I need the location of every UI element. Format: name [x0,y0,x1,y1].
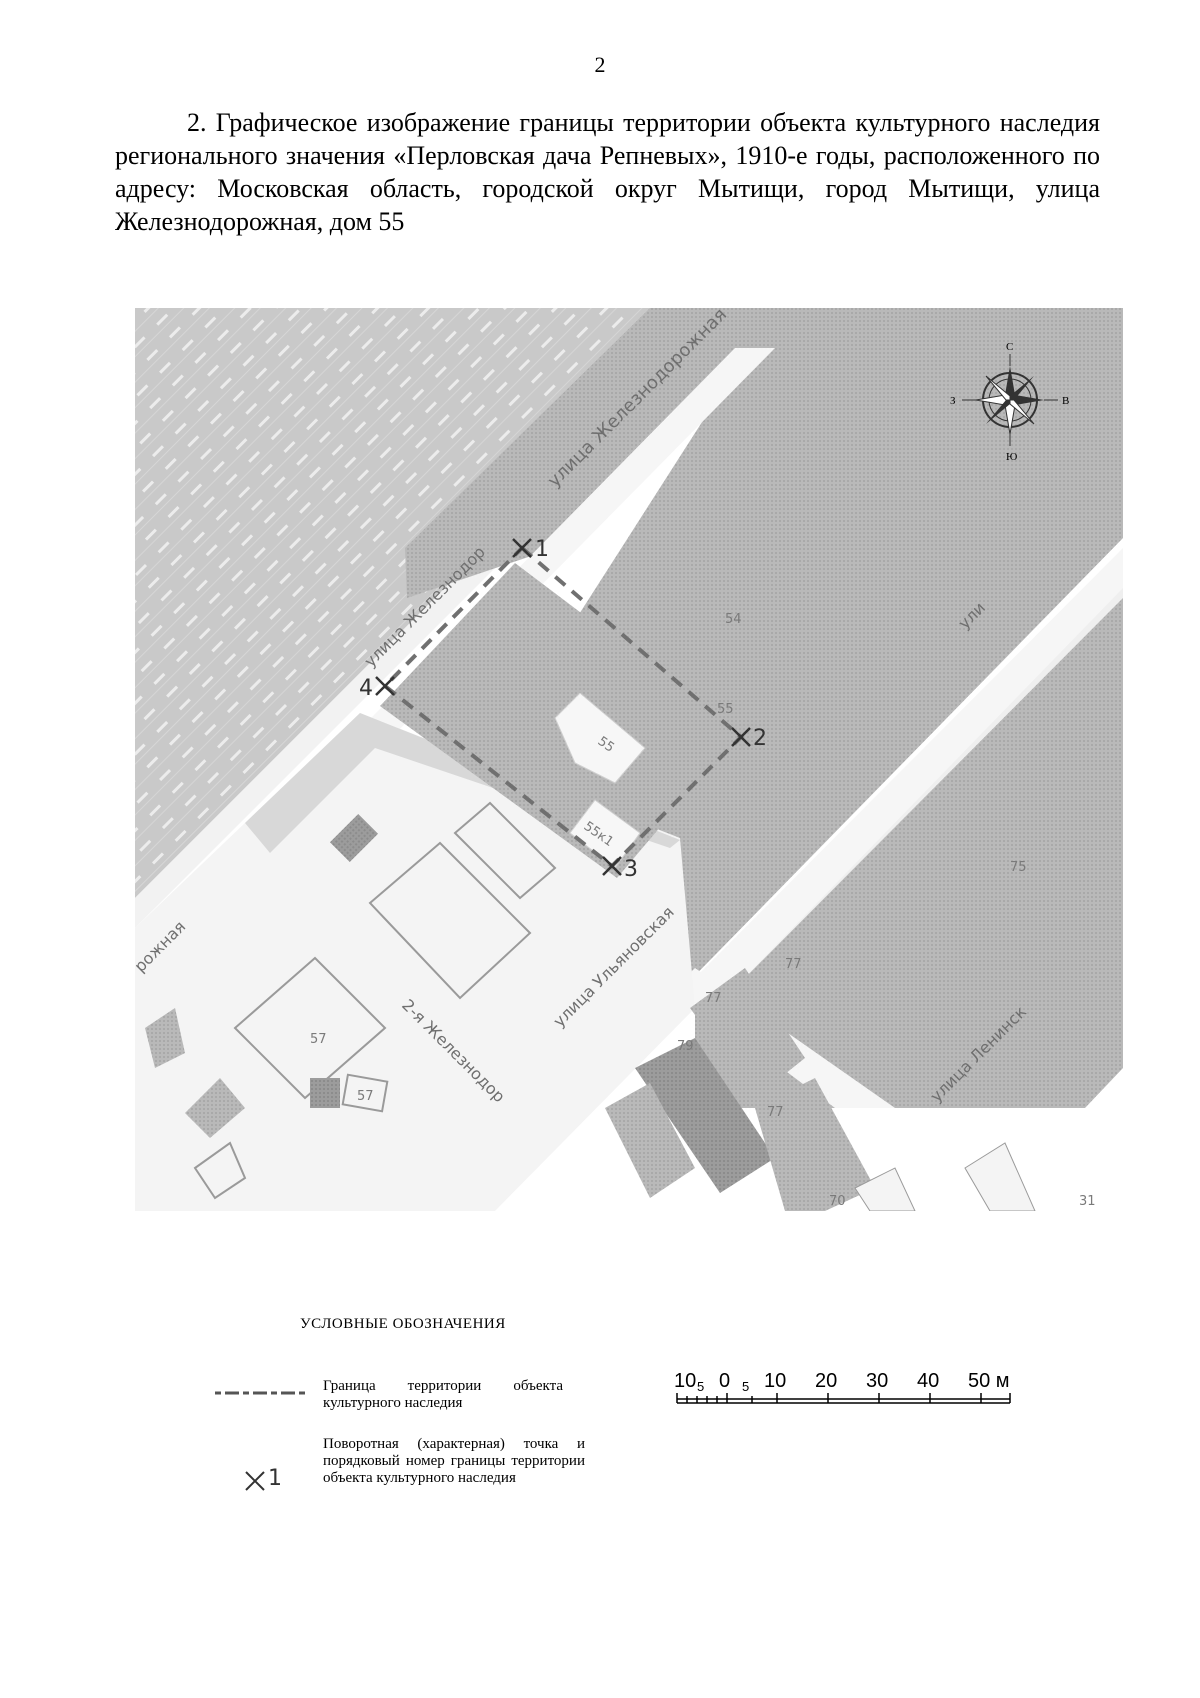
scale-label-5-right: 5 [742,1379,749,1394]
scale-label-5-left: 5 [697,1379,704,1394]
compass-west: З [950,395,956,407]
legend-point-number: 1 [268,1466,282,1491]
point-marker-icon [245,1471,265,1491]
legend-title: УСЛОВНЫЕ ОБОЗНАЧЕНИЯ [300,1316,506,1332]
heading: 2. Графическое изображение границы терри… [115,106,1100,238]
scale-label-10: 10 [764,1370,786,1392]
compass-rose-icon: С Ю З В [950,341,1069,463]
turning-points [375,538,751,876]
scale-label-20: 20 [815,1370,837,1392]
map-canvas: 1 2 3 4 улица Железнодорожная улица Желе… [135,308,1123,1211]
scale-label-50m: 50 м [968,1370,1010,1392]
point-2-label: 2 [753,726,767,751]
building-77c: 77 [767,1105,784,1120]
scale-label-30: 30 [866,1370,888,1392]
legend-boundary-symbol [215,1391,305,1395]
building-57: 57 [310,1032,327,1047]
object-site [380,563,740,878]
scale-bar: 10 5 0 5 10 20 30 40 50 м [660,1365,1060,1420]
compass-south: Ю [1006,451,1017,463]
lower-left-district [135,713,695,1211]
boundary-map: 1 2 3 4 улица Железнодорожная улица Желе… [135,308,1123,1211]
heading-text: 2. Графическое изображение границы терри… [115,108,1100,236]
scale-label-0: 0 [719,1370,730,1392]
point-4-label: 4 [359,676,373,701]
ulyanovskaya-buildings [605,968,1036,1211]
building-54: 54 [725,612,742,627]
legend-point-symbol: 1 [240,1466,300,1496]
scale-label-40: 40 [917,1370,939,1392]
compass-north: С [1006,341,1013,353]
building-75: 75 [1010,860,1027,875]
building-57b: 57 [357,1089,374,1104]
point-3-label: 3 [624,857,638,882]
building-55-lot: 55 [717,702,734,717]
scale-label-10-left: 10 [674,1370,696,1392]
building-77: 77 [785,957,802,972]
legend-point-text: Поворотная (характерная) точка и порядко… [323,1436,585,1486]
building-31: 31 [1079,1194,1096,1209]
page-number: 2 [594,52,606,77]
building-70: 70 [829,1194,846,1209]
building-79: 79 [677,1039,694,1054]
scale-bar-svg: 10 5 0 5 10 20 30 40 50 м [674,1370,1011,1404]
compass-east: В [1062,395,1069,407]
point-1-label: 1 [535,537,549,562]
legend-boundary-text: Граница территории объекта культурного н… [323,1378,563,1411]
building-77b: 77 [705,991,722,1006]
